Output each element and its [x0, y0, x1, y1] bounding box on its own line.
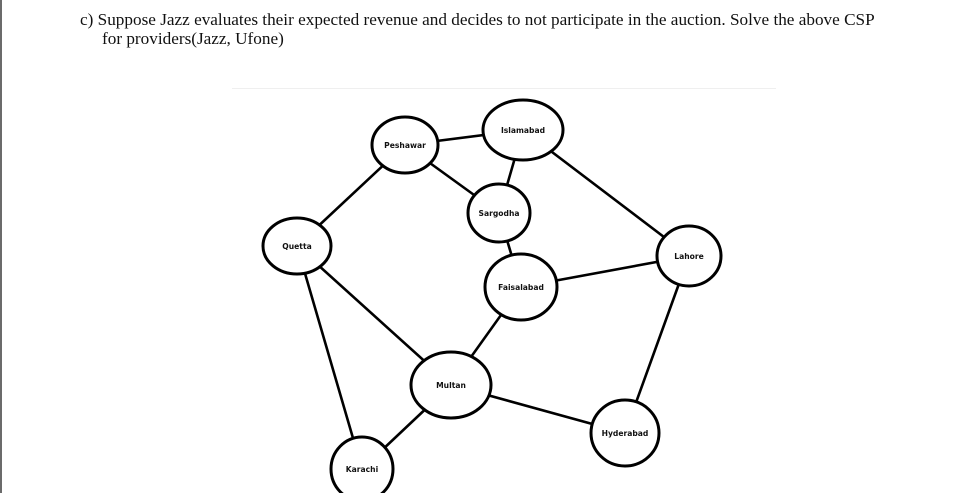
node-circle-hyderabad — [589, 398, 661, 468]
node-circle-faisalabad — [483, 252, 559, 322]
graph-nodes: IslamabadPeshawarSargodhaQuettaLahoreFai… — [261, 98, 723, 493]
node-label-hyderabad: Hyderabad — [602, 429, 649, 438]
figure-top-rule — [232, 88, 776, 89]
node-multan: Multan — [409, 350, 493, 420]
node-label-quetta: Quetta — [282, 242, 311, 251]
node-label-multan: Multan — [436, 381, 466, 390]
node-label-islamabad: Islamabad — [501, 126, 545, 135]
page-left-border — [0, 0, 2, 493]
node-label-faisalabad: Faisalabad — [498, 283, 544, 292]
node-circle-multan — [409, 350, 493, 420]
node-hyderabad: Hyderabad — [589, 398, 661, 468]
edge-quetta-karachi — [295, 244, 364, 471]
question-text: c) Suppose Jazz evaluates their expected… — [80, 10, 950, 48]
node-label-karachi: Karachi — [346, 465, 378, 474]
node-label-sargodha: Sargodha — [479, 209, 520, 218]
node-circle-lahore — [655, 224, 723, 288]
node-circle-peshawar — [370, 115, 440, 175]
node-quetta: Quetta — [261, 216, 333, 276]
node-circle-quetta — [261, 216, 333, 276]
node-circle-islamabad — [481, 98, 565, 162]
node-peshawar: Peshawar — [370, 115, 440, 175]
node-sargodha: Sargodha — [466, 182, 532, 244]
node-label-lahore: Lahore — [674, 252, 703, 261]
question-line-2: for providers(Jazz, Ufone) — [102, 29, 284, 48]
node-circle-karachi — [329, 435, 395, 493]
node-islamabad: Islamabad — [481, 98, 565, 162]
node-label-peshawar: Peshawar — [384, 141, 426, 150]
node-circle-sargodha — [466, 182, 532, 244]
node-karachi: Karachi — [329, 435, 395, 493]
question-line-1: c) Suppose Jazz evaluates their expected… — [80, 10, 875, 29]
node-lahore: Lahore — [655, 224, 723, 288]
node-faisalabad: Faisalabad — [483, 252, 559, 322]
